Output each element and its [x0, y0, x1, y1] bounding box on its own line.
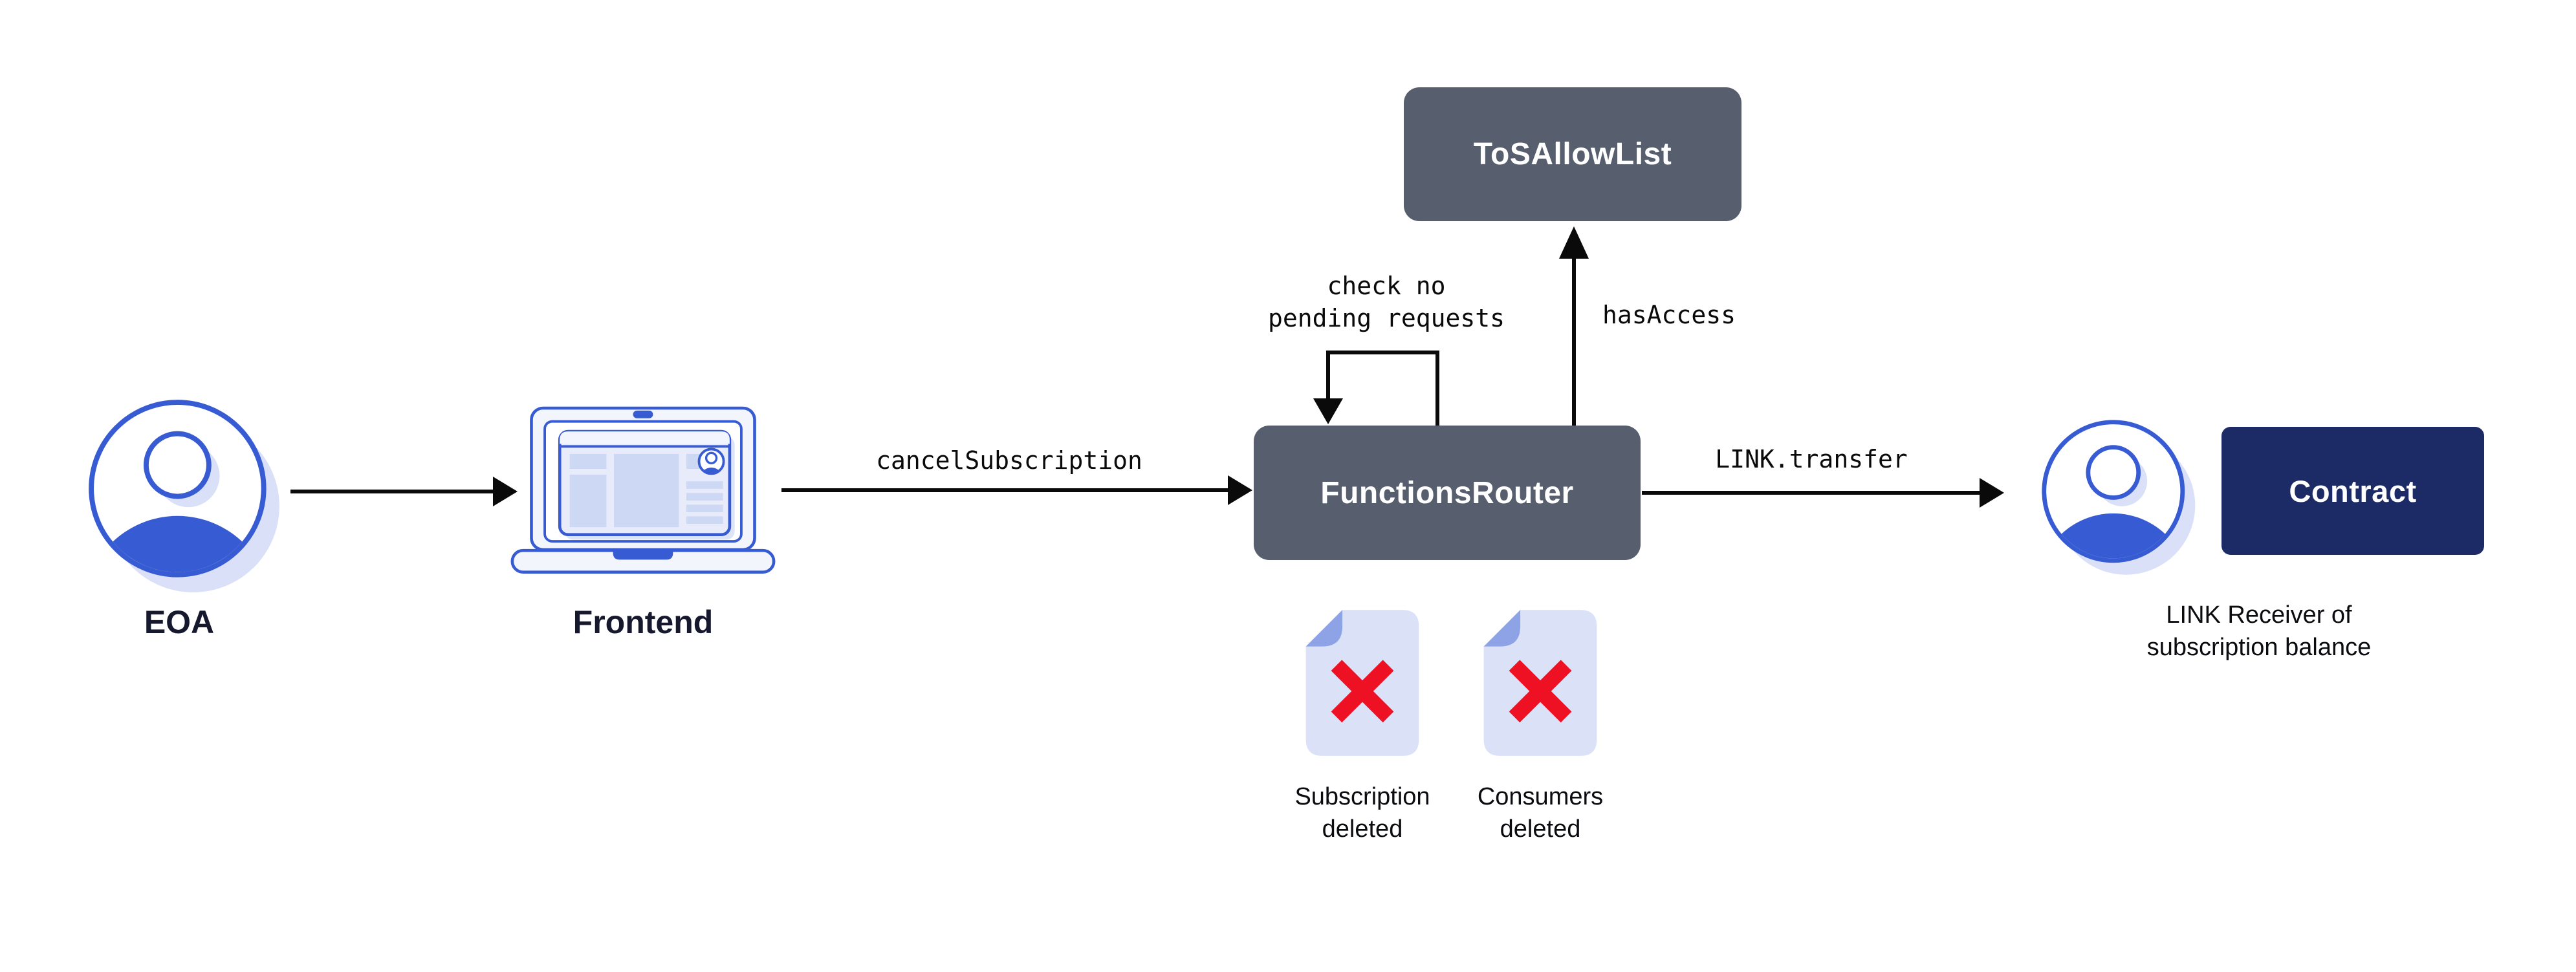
- arrow-eoa-to-frontend: [290, 477, 518, 506]
- person-icon: [89, 400, 279, 592]
- frontend-label: Frontend: [573, 604, 714, 640]
- check-no-pending-edge-label: check no pending requests: [1268, 270, 1505, 334]
- contract-box: Contract: [2221, 427, 2484, 555]
- subscription-deleted-caption: Subscription deleted: [1294, 781, 1430, 845]
- laptop-icon: [510, 406, 776, 574]
- person-icon: [2042, 420, 2196, 575]
- eoa-label: EOA: [144, 604, 215, 640]
- tos-allow-list-box: ToSAllowList: [1404, 87, 1741, 221]
- arrow-self-loop-check-pending: [1313, 351, 1439, 426]
- consumers-deleted-line2: deleted: [1500, 815, 1581, 843]
- red-x-icon: [1331, 660, 1394, 723]
- document-deleted-icon: [1483, 610, 1597, 756]
- subscription-deleted-node: [1304, 610, 1421, 756]
- cancel-subscription-edge-label: cancelSubscription: [876, 446, 1142, 475]
- document-deleted-icon: [1305, 610, 1419, 756]
- contract-label: Contract: [2289, 473, 2417, 508]
- frontend-node: [510, 405, 776, 576]
- link-receiver-node: [2038, 416, 2201, 579]
- check-no-pending-line2: pending requests: [1267, 304, 1505, 332]
- subscription-deleted-line2: deleted: [1322, 815, 1403, 843]
- consumers-deleted-node: [1481, 610, 1599, 756]
- red-x-icon: [1509, 660, 1572, 723]
- check-no-pending-line1: check no: [1327, 272, 1446, 300]
- subscription-deleted-line1: Subscription: [1294, 783, 1430, 810]
- has-access-edge-label: hasAccess: [1602, 301, 1736, 329]
- link-transfer-edge-label: LINK.transfer: [1715, 445, 1908, 473]
- arrow-hasaccess: [1559, 226, 1589, 426]
- tos-allow-list-label: ToSAllowList: [1473, 137, 1672, 171]
- arrow-functionsrouter-to-receiver: [1642, 478, 2004, 508]
- arrow-frontend-to-functionsrouter: [781, 475, 1252, 505]
- consumers-deleted-line1: Consumers: [1477, 783, 1604, 810]
- link-receiver-caption-line2: subscription balance: [2146, 634, 2372, 661]
- functions-router-label: FunctionsRouter: [1320, 475, 1574, 510]
- link-receiver-caption: LINK Receiver of subscription balance: [2147, 599, 2371, 664]
- functions-router-box: FunctionsRouter: [1254, 426, 1641, 560]
- eoa-node: [83, 394, 287, 598]
- consumers-deleted-caption: Consumers deleted: [1478, 781, 1603, 845]
- link-receiver-caption-line1: LINK Receiver of: [2166, 601, 2352, 629]
